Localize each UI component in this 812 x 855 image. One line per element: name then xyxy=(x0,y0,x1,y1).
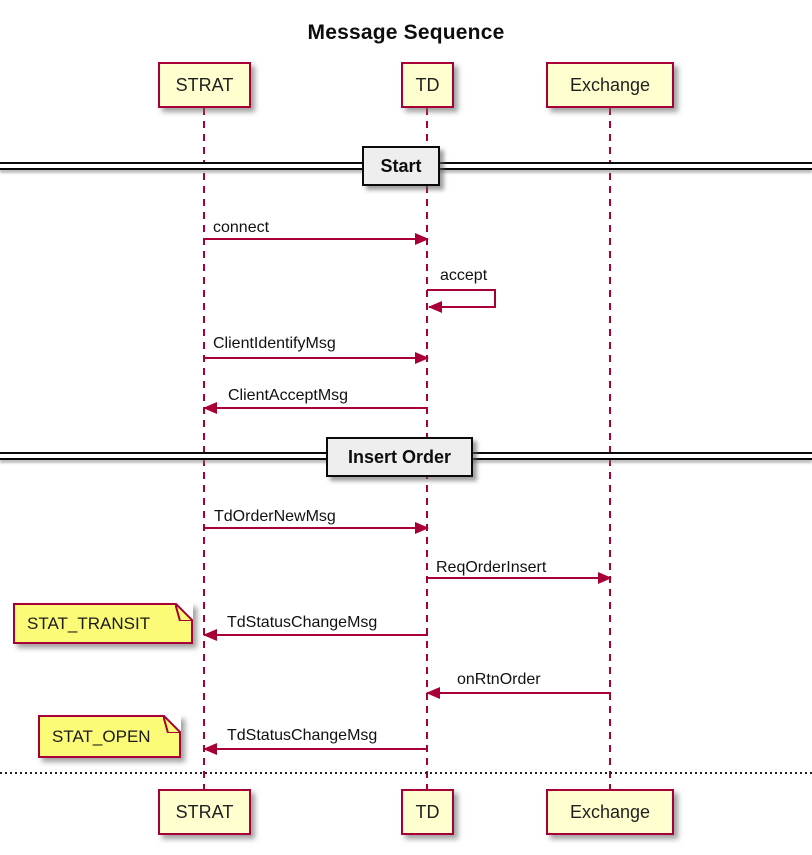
arrowhead-left-icon xyxy=(203,402,217,414)
message-arrow-td-status-change-1 xyxy=(203,629,428,641)
note-fold-icon xyxy=(163,715,181,733)
self-message-right-line xyxy=(494,289,496,308)
divider-start: Start xyxy=(362,146,440,186)
arrowhead-left-icon xyxy=(428,301,442,313)
participant-td-top: TD xyxy=(401,62,454,108)
lifeline-strat xyxy=(203,108,205,789)
message-label-on-rtn-order: onRtnOrder xyxy=(457,671,541,688)
message-label-connect: connect xyxy=(213,219,270,236)
message-arrow-on-rtn-order xyxy=(426,687,611,699)
lifeline-exchange xyxy=(609,108,611,789)
note-stat-open: STAT_OPEN xyxy=(38,715,181,758)
message-arrow-client-identify xyxy=(204,352,429,364)
participant-td-bottom: TD xyxy=(401,789,454,835)
note-label: STAT_OPEN xyxy=(52,726,151,746)
message-arrow-td-order-new xyxy=(204,522,429,534)
message-label-td-order-new: TdOrderNewMsg xyxy=(214,508,336,525)
self-message-return-arrow xyxy=(428,301,496,313)
participant-exchange-bottom: Exchange xyxy=(546,789,674,835)
divider-insert-order: Insert Order xyxy=(326,437,473,477)
arrowhead-left-icon xyxy=(203,629,217,641)
arrowhead-left-icon xyxy=(203,743,217,755)
note-label: STAT_TRANSIT xyxy=(27,613,151,633)
message-label-client-accept: ClientAcceptMsg xyxy=(228,387,349,404)
message-label-accept: accept xyxy=(440,267,488,284)
arrowhead-right-icon xyxy=(415,233,429,245)
diagram-title: Message Sequence xyxy=(307,21,505,44)
message-arrow-req-order-insert xyxy=(427,572,612,584)
note-fold-icon xyxy=(175,603,193,621)
message-label-client-identify: ClientIdentifyMsg xyxy=(213,335,336,352)
message-arrow-client-accept xyxy=(203,402,428,414)
message-label-td-status-change-2: TdStatusChangeMsg xyxy=(227,727,378,744)
arrowhead-right-icon xyxy=(415,352,429,364)
footer-dotted-line xyxy=(0,772,812,774)
message-arrow-connect xyxy=(204,233,429,245)
message-label-req-order-insert: ReqOrderInsert xyxy=(436,559,547,576)
arrowhead-right-icon xyxy=(415,522,429,534)
self-message-top-line xyxy=(427,289,496,291)
arrowhead-right-icon xyxy=(598,572,612,584)
participant-exchange-top: Exchange xyxy=(546,62,674,108)
arrowhead-left-icon xyxy=(426,687,440,699)
message-arrow-td-status-change-2 xyxy=(203,743,428,755)
participant-strat-bottom: STRAT xyxy=(158,789,251,835)
participant-strat-top: STRAT xyxy=(158,62,251,108)
message-label-td-status-change-1: TdStatusChangeMsg xyxy=(227,614,378,631)
note-stat-transit: STAT_TRANSIT xyxy=(13,603,193,644)
